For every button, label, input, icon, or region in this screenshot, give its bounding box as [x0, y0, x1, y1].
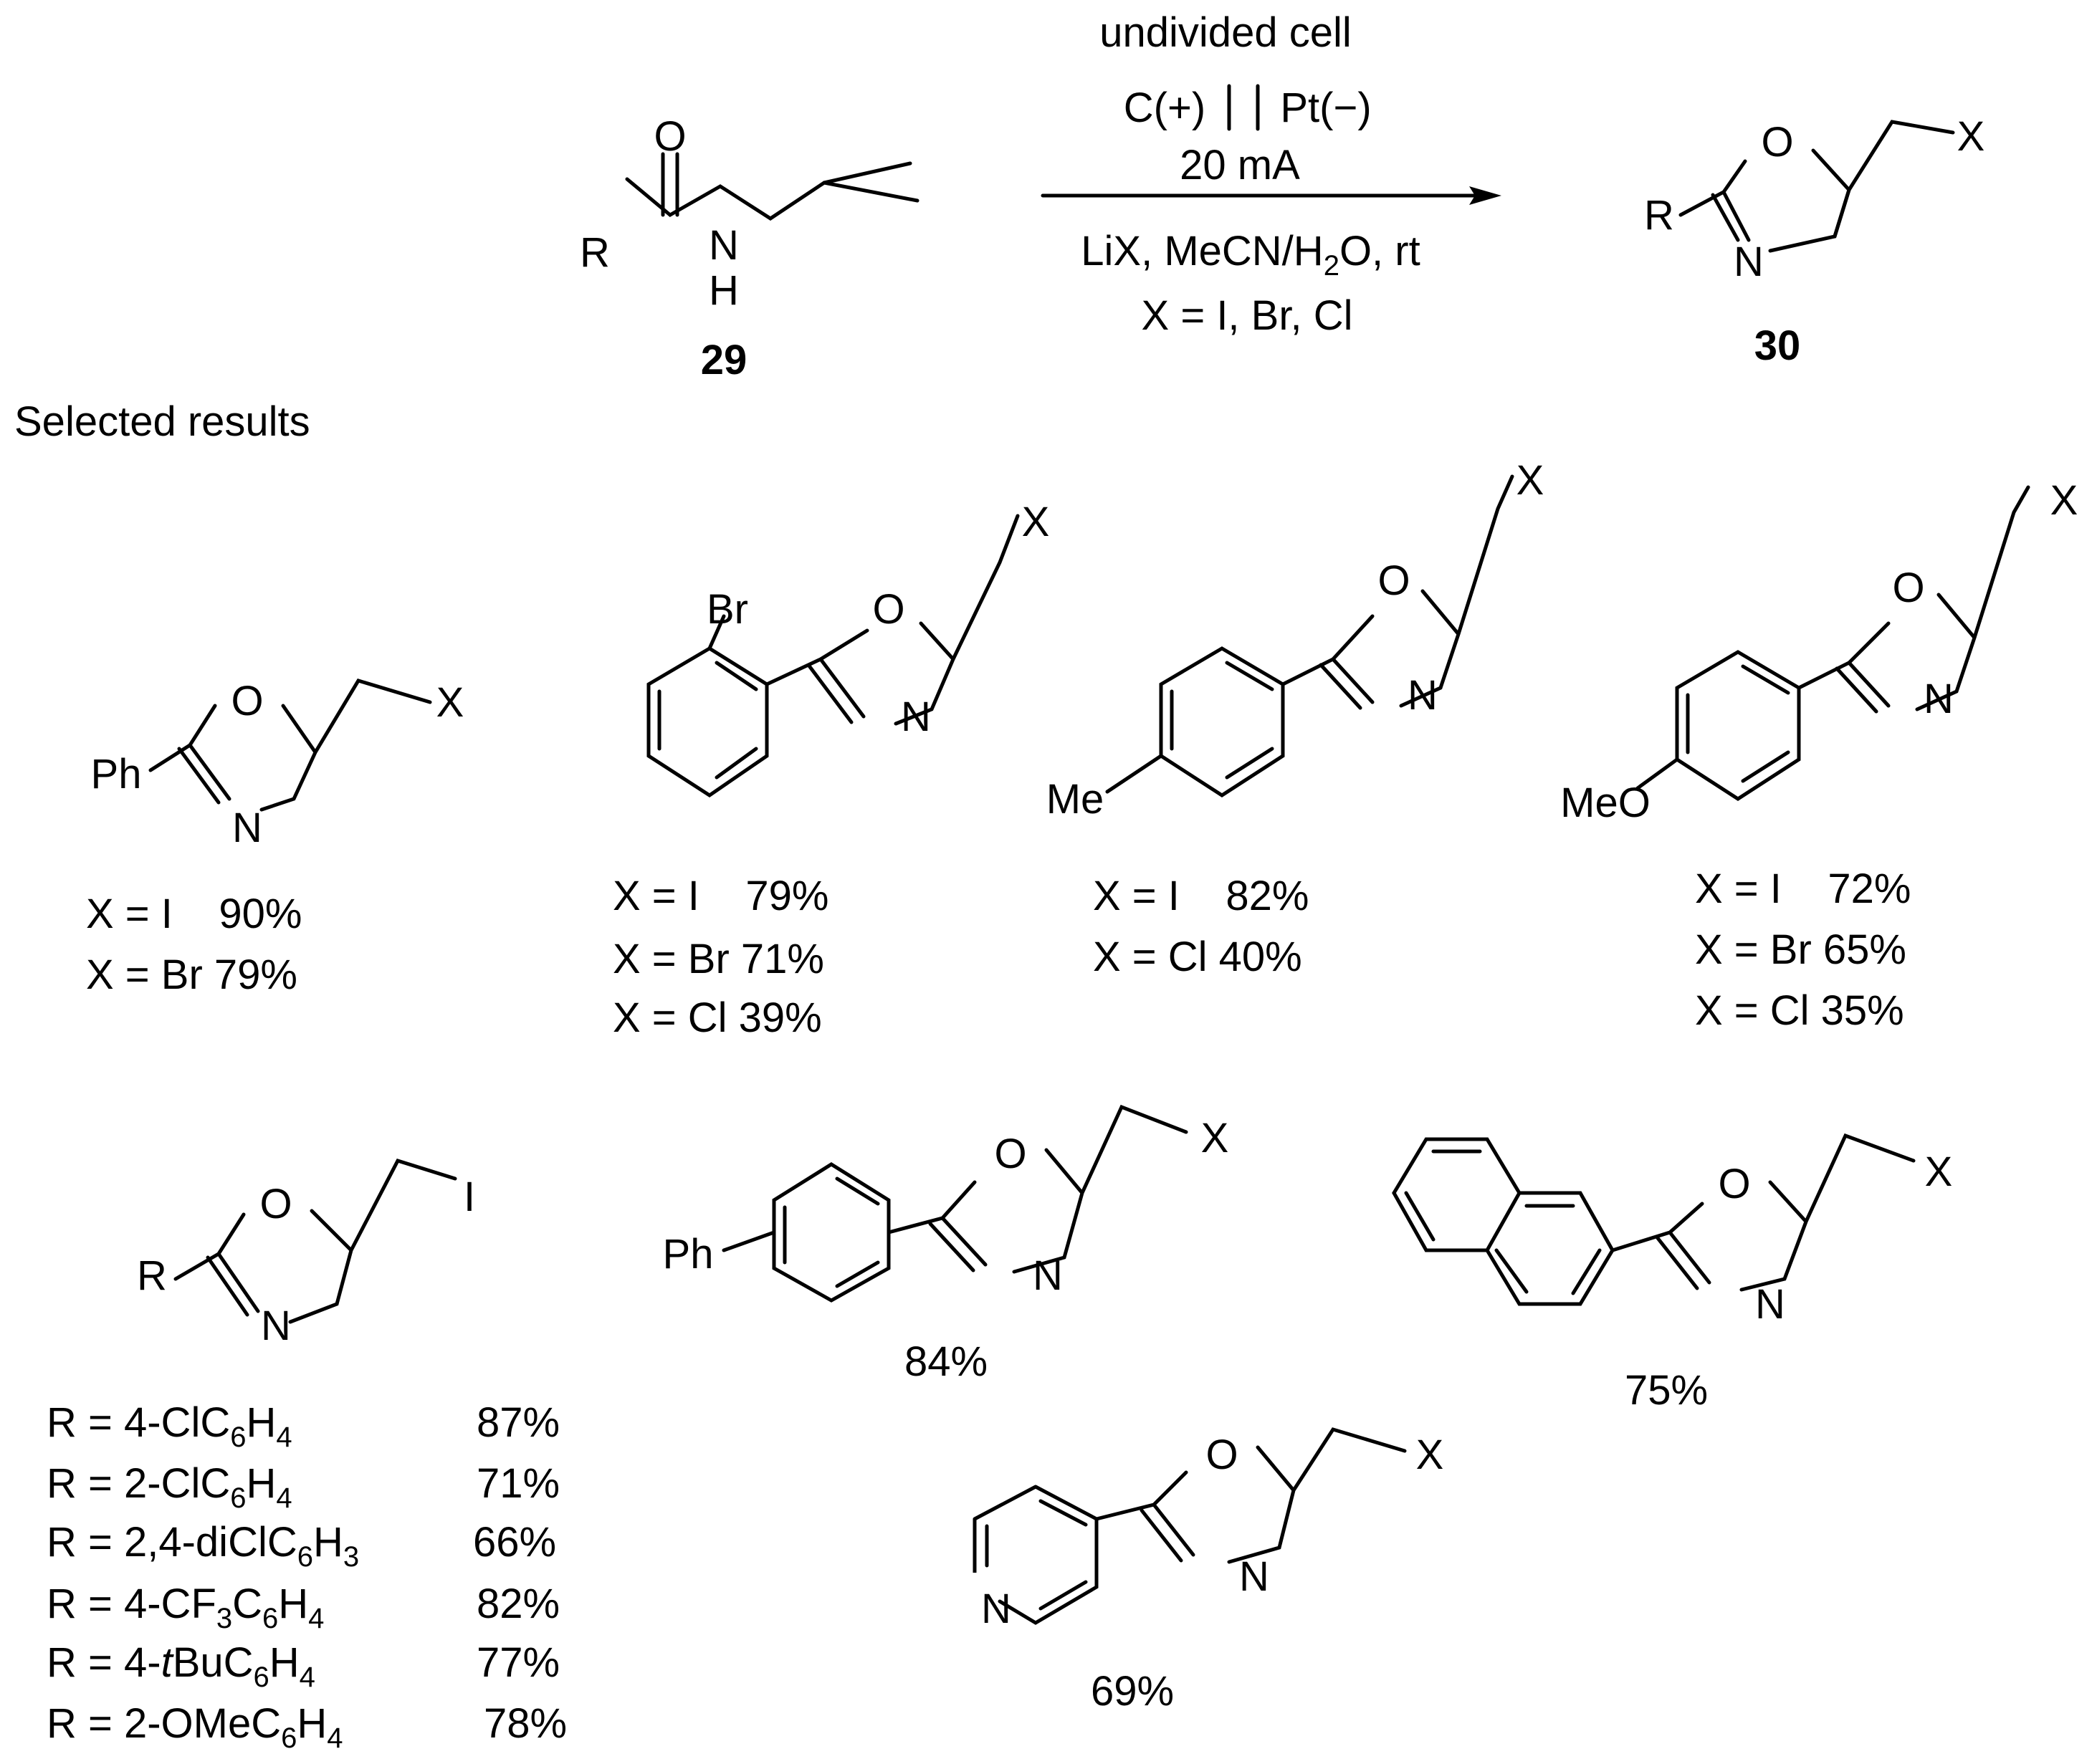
r-row-name: R = 2-OMeC6H4	[47, 1700, 343, 1754]
atom-n: N	[1239, 1553, 1269, 1600]
atom-o: O	[1761, 119, 1793, 166]
pyridine-n: N	[981, 1586, 1011, 1632]
compound-label-30: 30	[1754, 322, 1801, 369]
condition-reagents: LiX, MeCN/H2O, rt	[1081, 228, 1420, 282]
x-label: X	[1022, 499, 1050, 545]
substituent-label: R	[137, 1252, 167, 1299]
x-label: X	[436, 679, 464, 726]
compound-phenyl: Ph O N X X = I 90% X = Br 79%	[86, 678, 464, 998]
atom-o: O	[1377, 557, 1410, 604]
yield-line: X = Cl 39%	[613, 994, 822, 1041]
r-row-yield: 87%	[477, 1399, 560, 1446]
x-label: X	[1201, 1115, 1229, 1161]
starting-material-29: O R N H 29	[580, 113, 919, 383]
compound-general-r: R O N I	[137, 1158, 475, 1349]
compound-4-methoxyphenyl: MeO O N X X = I 72% X = Br 65% X = Cl 35…	[1560, 477, 2078, 1034]
r-substituent-table: R = 4-ClC6H4 87% R = 2-ClC6H4 71% R = 2,…	[47, 1399, 567, 1754]
product-30: O X R N 30	[1644, 113, 1984, 369]
compound-2-bromophenyl: Br O N X X = I 79% X = Br 71% X = Cl 39%	[613, 499, 1049, 1041]
atom-n: N	[1924, 676, 1954, 722]
atom-n: N	[901, 694, 931, 740]
atom-o: O	[259, 1181, 292, 1227]
atom-o: O	[231, 678, 263, 724]
r-row-name: R = 2,4-diClC6H3	[47, 1519, 359, 1573]
r-row-yield: 71%	[477, 1460, 560, 1507]
condition-cell: undivided cell	[1099, 9, 1351, 56]
arrow-head-icon	[1469, 186, 1501, 205]
r-row-name: R = 4-tBuC6H4	[47, 1639, 315, 1693]
atom-o: O	[1718, 1161, 1750, 1207]
atom-h: H	[709, 267, 739, 314]
compound-p-tolyl: Me O N X X = I 82% X = Cl 40%	[1046, 457, 1544, 980]
x-label: X	[1925, 1149, 1953, 1195]
r-row-name: R = 4-CF3C6H4	[47, 1581, 324, 1634]
x-label: I	[464, 1174, 475, 1220]
r-row-name: R = 4-ClC6H4	[47, 1399, 292, 1453]
condition-anode: C(+)	[1124, 85, 1205, 131]
substituent-label: Ph	[663, 1231, 714, 1278]
atom-n: N	[709, 222, 739, 269]
compound-biphenyl: Ph O N X 84%	[663, 1104, 1229, 1385]
atom-n: N	[1033, 1252, 1063, 1299]
yield-line: X = I 72%	[1695, 866, 1911, 912]
condition-cathode: Pt(−)	[1280, 85, 1371, 131]
atom-n: N	[1408, 672, 1438, 719]
substituent-label: MeO	[1560, 780, 1651, 826]
atom-o: O	[654, 113, 686, 160]
r-row-yield: 82%	[477, 1581, 560, 1627]
yield-line: X = I 79%	[613, 873, 828, 919]
atom-r: R	[580, 229, 610, 276]
compound-3-pyridyl: N O N X 69%	[973, 1427, 1444, 1715]
yield-line: 84%	[904, 1338, 988, 1385]
substituent-label: Me	[1046, 776, 1104, 823]
x-label: X	[1516, 457, 1544, 504]
x-label: X	[2050, 477, 2078, 524]
atom-o: O	[994, 1131, 1026, 1177]
yield-line: X = Br 71%	[613, 936, 824, 982]
atom-n: N	[1755, 1281, 1785, 1328]
atom-n: N	[261, 1303, 291, 1349]
reaction-conditions: undivided cell C(+) Pt(−) 20 mA LiX, MeC…	[1041, 9, 1501, 339]
atom-o: O	[1205, 1432, 1238, 1478]
yield-line: X = I 90%	[86, 891, 302, 937]
substituent-label: Br	[707, 586, 748, 633]
substituent-label: Ph	[91, 751, 142, 797]
x-label: X	[1416, 1432, 1444, 1478]
yield-line: X = Br 79%	[86, 951, 297, 998]
atom-o: O	[1892, 565, 1924, 611]
section-title: Selected results	[14, 398, 310, 445]
r-row-yield: 66%	[473, 1519, 556, 1566]
atom-r: R	[1644, 192, 1674, 239]
yield-line: X = I 82%	[1093, 873, 1309, 919]
atom-n: N	[232, 805, 262, 851]
compound-2-naphthyl: O N X 75%	[1392, 1133, 1953, 1414]
condition-current: 20 mA	[1180, 142, 1300, 188]
r-row-yield: 78%	[484, 1700, 567, 1747]
condition-halides: X = I, Br, Cl	[1142, 292, 1353, 339]
r-row-name: R = 2-ClC6H4	[47, 1460, 292, 1514]
r-row-yield: 77%	[477, 1639, 560, 1686]
atom-n: N	[1734, 239, 1764, 285]
yield-line: 75%	[1625, 1367, 1708, 1414]
yield-line: X = Br 65%	[1695, 926, 1906, 973]
yield-line: X = Cl 35%	[1695, 987, 1904, 1034]
yield-line: X = Cl 40%	[1093, 934, 1302, 980]
yield-line: 69%	[1091, 1668, 1174, 1715]
compound-label-29: 29	[701, 337, 747, 383]
atom-x: X	[1957, 113, 1985, 160]
atom-o: O	[872, 586, 904, 633]
